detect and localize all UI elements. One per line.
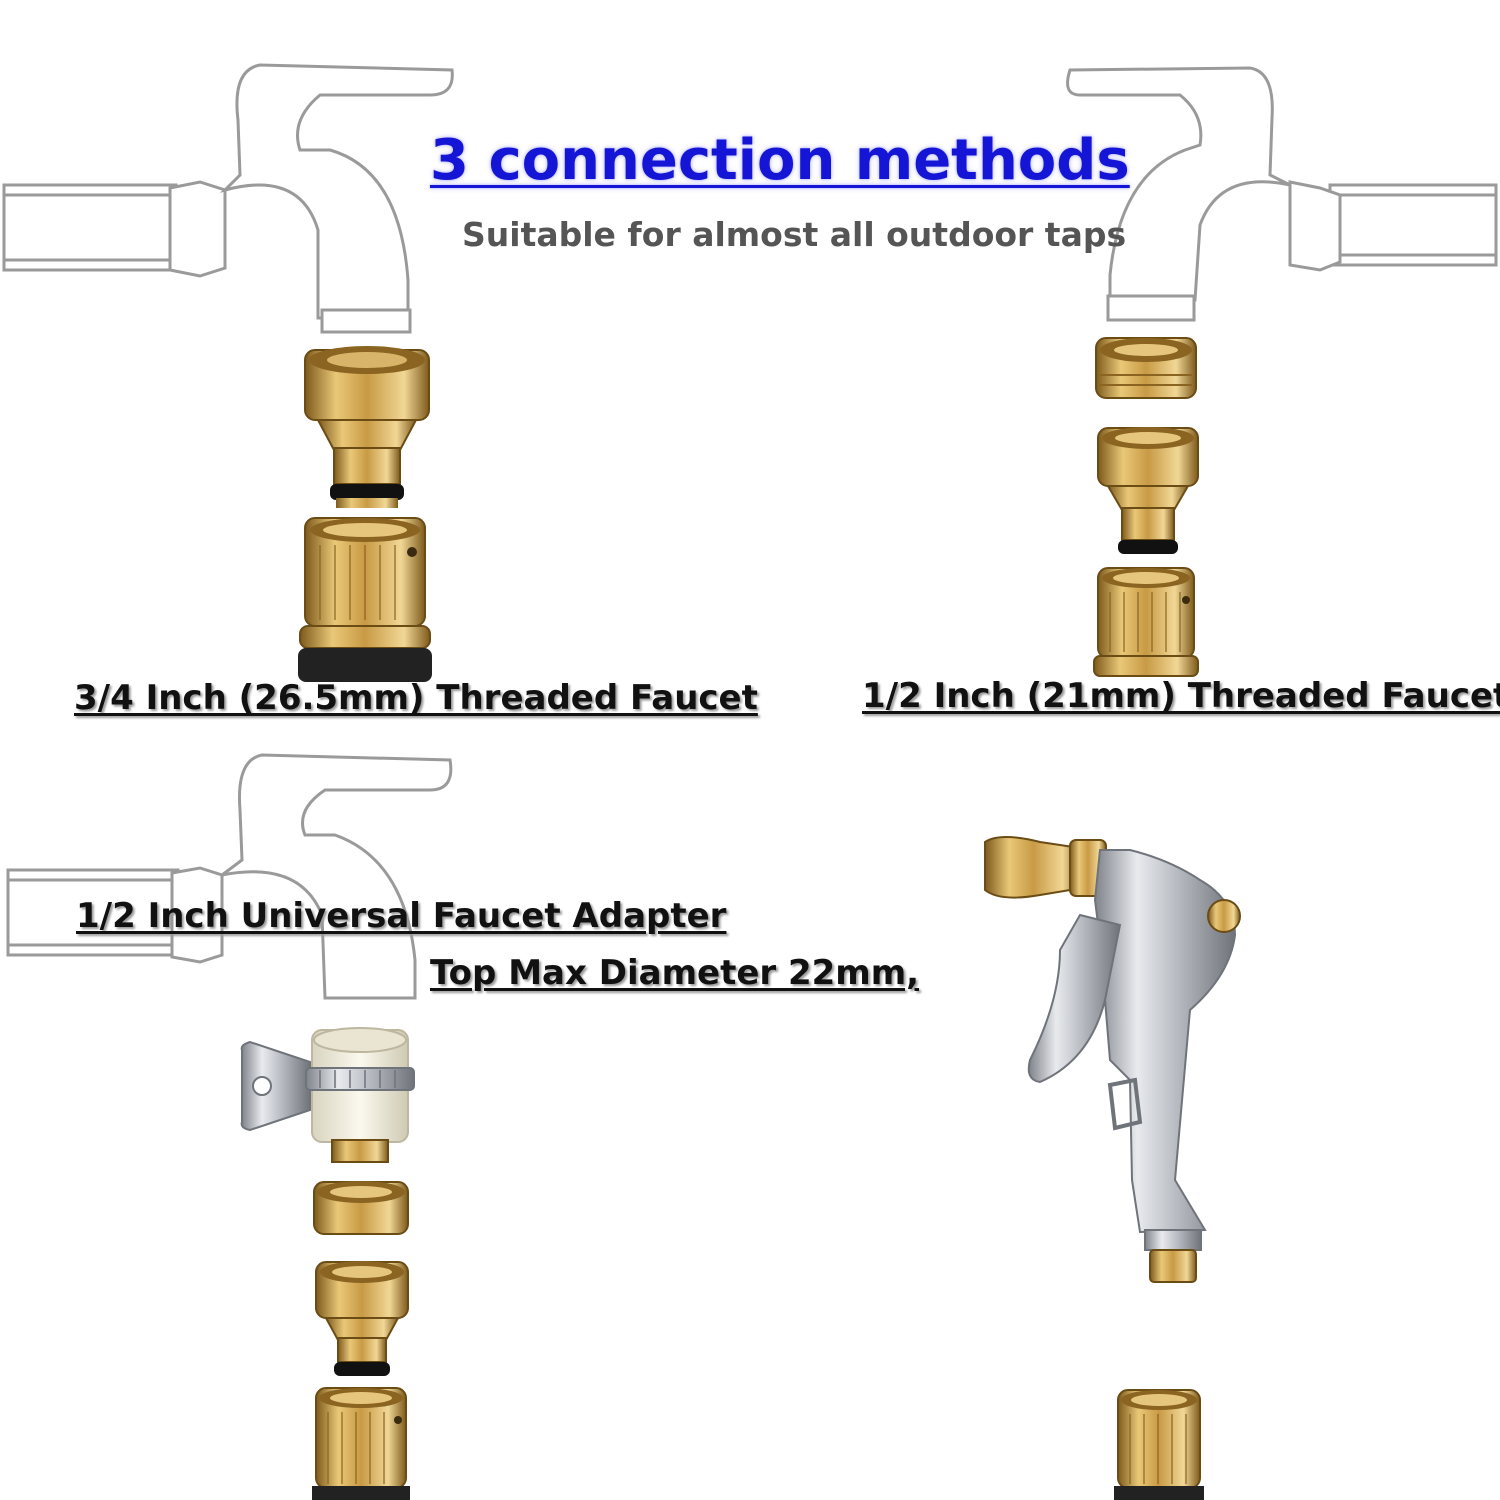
method-label-3-4-inch: 3/4 Inch (26.5mm) Threaded Faucet <box>74 678 758 718</box>
universal-adapter-icon <box>240 1027 415 1163</box>
faucet-icon <box>2 63 454 334</box>
quick-connector-icon <box>312 1387 410 1500</box>
method-label-universal: 1/2 Inch Universal Faucet Adapter <box>76 896 727 936</box>
faucet-icon <box>1066 66 1498 322</box>
page-title: 3 connection methods <box>430 128 1130 193</box>
method-label-1-2-inch: 1/2 Inch (21mm) Threaded Faucet <box>862 676 1500 716</box>
brass-adapter-icon <box>1097 427 1199 554</box>
quick-connector-icon <box>1114 1389 1204 1500</box>
universal-diameter-note: Top Max Diameter 22mm, <box>430 953 920 993</box>
page-subtitle: Suitable for almost all outdoor taps <box>462 215 1127 254</box>
brass-adapter-icon <box>313 1181 409 1235</box>
faucet-icon <box>6 753 453 1000</box>
quick-connector-icon <box>1093 567 1199 677</box>
brass-adapter-icon <box>315 1261 409 1376</box>
quick-connector-icon <box>298 517 432 682</box>
brass-adapter-icon <box>1095 337 1197 399</box>
brass-adapter-icon <box>304 346 430 508</box>
spray-gun-icon <box>984 836 1241 1283</box>
